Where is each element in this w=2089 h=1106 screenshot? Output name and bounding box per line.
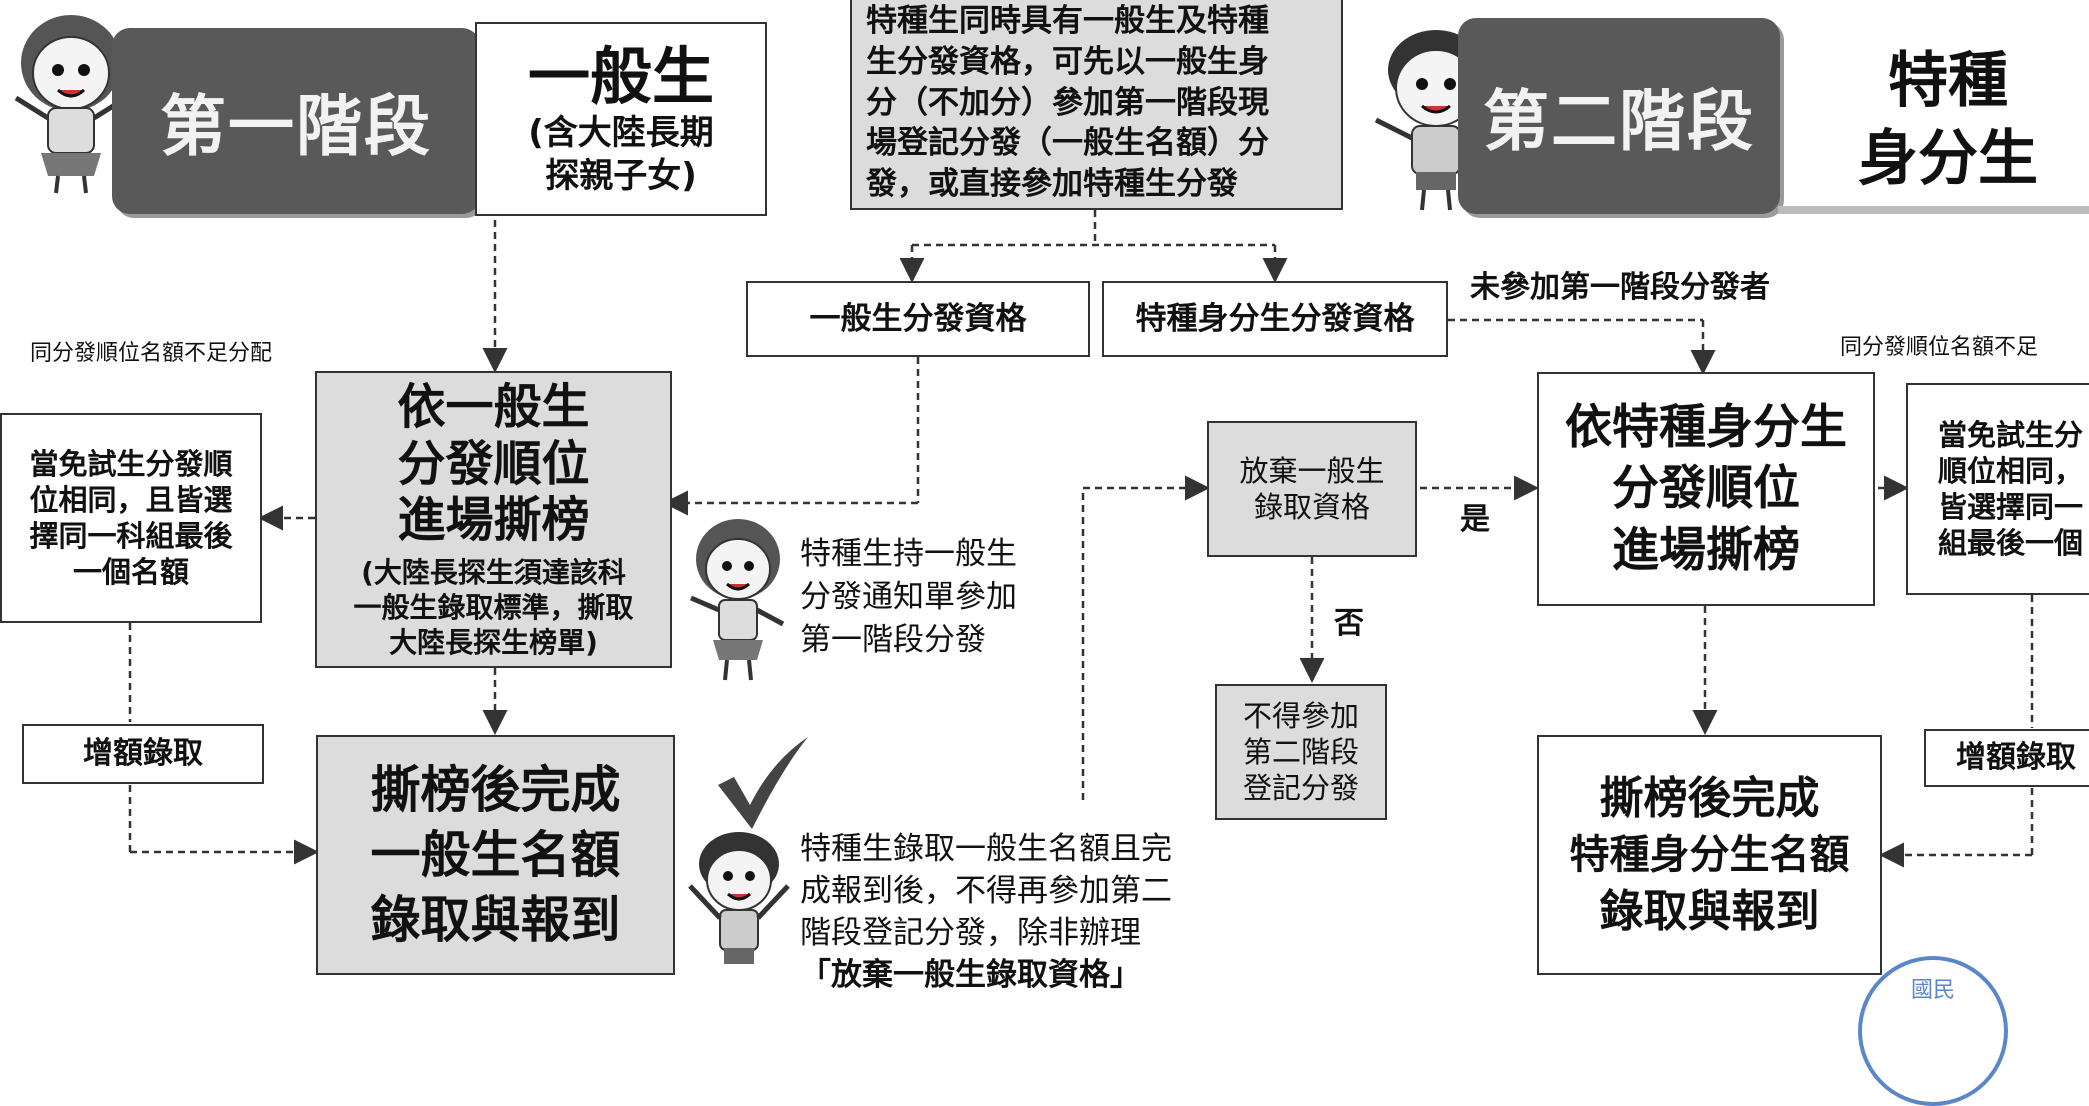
notice-line-3: 第一階段分發 [800,621,986,658]
left-tie-line-2: 位相同，且皆選 [29,482,233,517]
left-tie-box: 當免試生分發順 位相同，且皆選 擇同一科組最後 一個名額 [0,413,262,623]
abandon-line-2: 錄取資格 [1253,490,1370,524]
not-joined-label: 未參加第一階段分發者 [1470,270,1770,305]
left-main-box: 依一般生 分發順位 進場撕榜 (大陸長探生須達該科 一般生錄取標準，撕取 大陸長… [315,371,672,668]
abandon-line-1: 放棄一般生 [1239,453,1385,488]
left-main-line-3: 進場撕榜 [397,492,590,549]
intro-line-1: 特種生同時具有一般生及特種 [866,2,1269,39]
right-result-line-2: 特種身分生名額 [1569,832,1850,878]
right-main-box: 依特種身分生 分發順位 進場撕榜 [1537,372,1875,606]
cannot-line-3: 登記分發 [1242,771,1359,806]
stage2-tab: 第二階段 [1458,18,1780,214]
right-tie-line-4: 組最後一個 [1938,526,2084,561]
registered-line-4: 「放棄一般生錄取資格」 [800,957,1141,994]
right-main-line-1: 依特種身分生 [1565,400,1847,456]
qual-special-label: 特種身分生分發資格 [1135,300,1415,337]
left-tie-line-1: 當免試生分發順 [29,446,233,481]
right-main-line-3: 進場撕榜 [1612,522,1800,578]
notice-note: 特種生持一般生 分發通知單參加 第一階段分發 [800,533,1017,661]
notice-line-1: 特種生持一般生 [800,536,1017,572]
intro-line-4: 場登記分發（一般生名額）分 [866,125,1269,162]
right-tie-line-2: 順位相同， [1938,453,2084,488]
stage1-general-box: 一般生 (含大陸長期 探親子女) [475,22,767,216]
left-result-line-1: 撕榜後完成 [370,760,621,819]
intro-box: 特種生同時具有一般生及特種 生分發資格，可先以一般生身 分（不加分）參加第一階段… [850,0,1343,210]
right-tie-line-3: 皆選擇同一 [1938,490,2084,524]
left-main-note-3: 大陸長探生榜單) [389,625,598,659]
girl-mascot-icon [6,8,136,198]
stage2-title-1: 特種 [1888,46,2008,116]
left-main-note-1: (大陸長探生須達該科 [361,555,626,589]
left-main-note-2: 一般生錄取標準，撕取 [353,590,634,624]
stage1-tab: 第一階段 [112,28,480,214]
left-main-line-1: 依一般生 [397,379,590,436]
qual-general-box: 一般生分發資格 [746,281,1090,357]
right-result-line-3: 錄取與報到 [1599,886,1820,937]
intro-line-2: 生分發資格，可先以一般生身 [866,43,1269,80]
connector-lines [128,210,2034,868]
right-shortage-note: 同分發順位名額不足 [1840,335,2039,360]
boy-mascot-icon [684,826,794,988]
left-tie-line-4: 一個名額 [72,555,189,590]
stage2-title-2: 身分生 [1858,124,2038,194]
registered-line-2: 成報到後，不得再參加第二 [800,873,1172,910]
left-shortage-note: 同分發順位名額不足分配 [30,341,273,366]
stage1-subtitle-1: (含大陸長期 [528,113,714,154]
notice-line-2: 分發通知單參加 [800,578,1017,615]
right-result-line-1: 撕榜後完成 [1599,772,1820,824]
cannot-line-1: 不得參加 [1242,698,1359,733]
left-result-box: 撕榜後完成 一般生名額 錄取與報到 [316,735,675,975]
stage2-underline [1778,206,2089,214]
qual-general-label: 一般生分發資格 [809,300,1027,337]
left-result-line-2: 一般生名額 [370,825,621,884]
qual-special-box: 特種身分生分發資格 [1102,281,1448,357]
left-extra-label: 增額錄取 [83,736,203,772]
cannot-box: 不得參加 第二階段 登記分發 [1215,684,1387,820]
yes-label: 是 [1460,502,1490,537]
right-extra-box: 增額錄取 [1924,729,2089,787]
abandon-box: 放棄一般生 錄取資格 [1207,421,1417,557]
girl-mascot-icon [683,514,793,684]
no-label: 否 [1334,606,1364,641]
right-extra-label: 增額錄取 [1956,740,2076,776]
left-tie-line-3: 擇同一科組最後 [29,519,233,553]
stage1-subtitle-2: 探親子女) [545,155,697,196]
registered-line-3: 階段登記分發，除非辦理 [800,915,1141,952]
stage1-title: 一般生 [527,39,714,113]
intro-line-5: 發，或直接參加特種生分發 [866,166,1238,203]
checkmark-icon [712,733,812,833]
left-main-line-2: 分發順位 [397,435,590,492]
seal-stamp-text: 國民 [1910,978,1955,1003]
right-tie-line-1: 當免試生分 [1938,417,2084,452]
boy-mascot-icon [1368,20,1503,215]
intro-line-3: 分（不加分）參加第一階段現 [866,84,1269,121]
left-result-line-3: 錄取與報到 [370,890,621,949]
right-main-line-2: 分發順位 [1612,461,1800,517]
right-tie-box: 當免試生分 順位相同， 皆選擇同一 組最後一個 [1906,383,2089,595]
cannot-line-2: 第二階段 [1242,734,1359,769]
registered-note: 特種生錄取一般生名額且完 成報到後，不得再參加第二 階段登記分發，除非辦理 「放… [800,828,1172,997]
right-result-box: 撕榜後完成 特種身分生名額 錄取與報到 [1537,735,1882,975]
registered-line-1: 特種生錄取一般生名額且完 [800,831,1172,867]
left-extra-box: 增額錄取 [22,724,264,784]
seal-stamp: 國民 [1858,956,2008,1106]
